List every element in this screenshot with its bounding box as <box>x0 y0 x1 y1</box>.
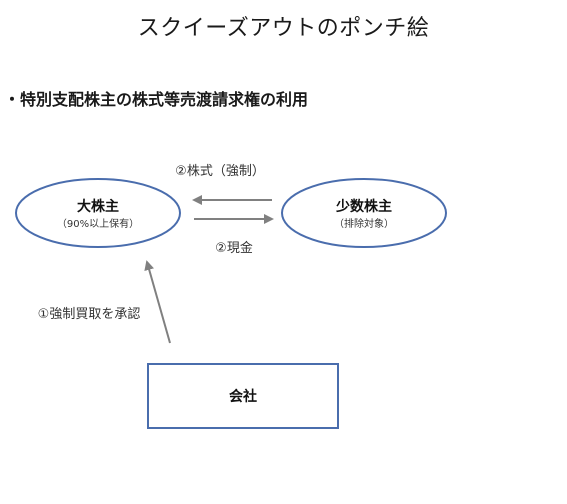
page-subtitle: ・特別支配株主の株式等売渡請求権の利用 <box>4 90 309 109</box>
edge-cash-label: ②現金 <box>215 240 253 256</box>
node-major-shareholder-sublabel: （90%以上保有） <box>57 217 139 230</box>
node-minority-shareholder-shape <box>281 178 447 248</box>
edge-shares-forced: ②株式（強制） <box>175 164 272 205</box>
node-company-shape <box>147 363 339 429</box>
node-major-shareholder-label: 大株主 <box>77 198 119 215</box>
page-title: スクイーズアウトのポンチ絵 <box>137 16 430 41</box>
edge-approval: ①強制買取を承認 <box>38 260 171 344</box>
node-minority-shareholder: 少数株主 （排除対象） <box>281 178 447 248</box>
node-company: 会社 <box>147 363 339 429</box>
edge-approval-label: ①強制買取を承認 <box>38 306 141 322</box>
node-major-shareholder-shape <box>15 178 181 248</box>
edge-shares-forced-label: ②株式（強制） <box>175 164 265 179</box>
node-minority-shareholder-sublabel: （排除対象） <box>334 217 394 230</box>
edge-cash: ②現金 <box>194 214 274 256</box>
node-company-label: 会社 <box>229 388 257 405</box>
node-minority-shareholder-label: 少数株主 <box>335 198 392 215</box>
edge-approval-arrow <box>144 260 171 344</box>
node-major-shareholder: 大株主 （90%以上保有） <box>15 178 181 248</box>
